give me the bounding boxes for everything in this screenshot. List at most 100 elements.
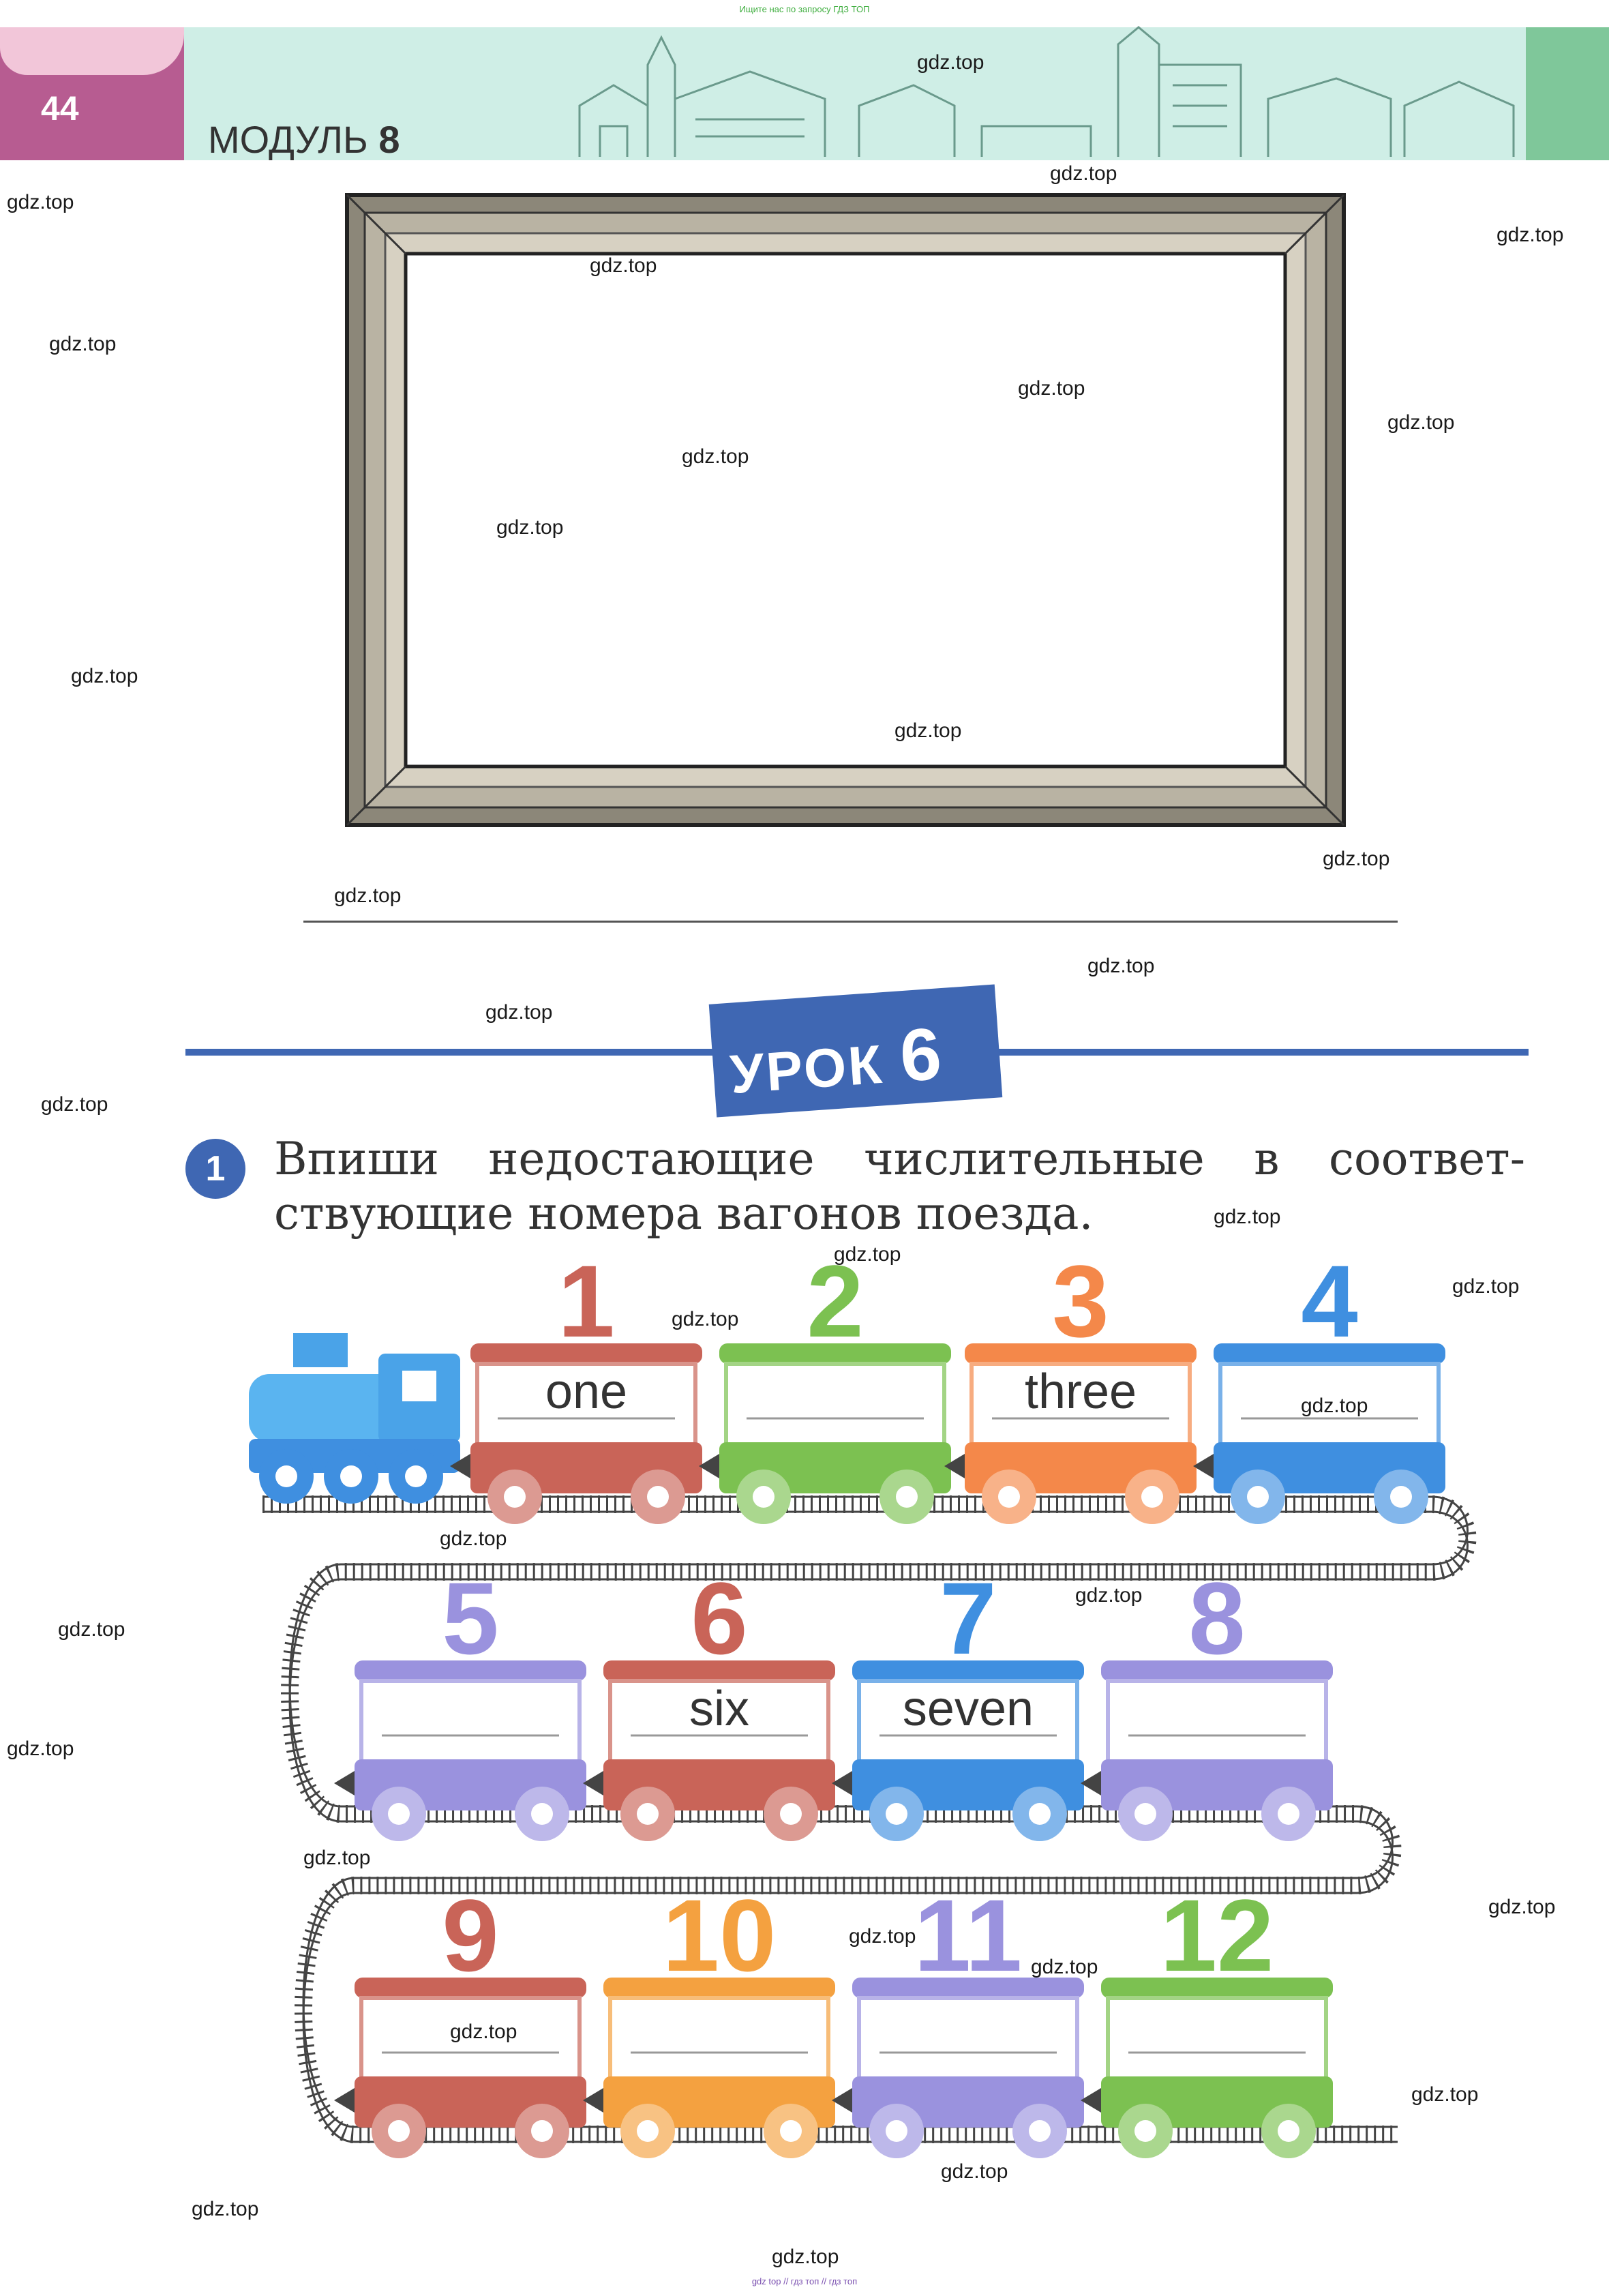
loco-boiler: [249, 1374, 399, 1442]
watermark-text: gdz.top: [1075, 1584, 1143, 1607]
watermark-text: gdz.top: [917, 51, 984, 74]
module-number: 8: [378, 118, 400, 161]
module-title: МОДУЛЬ 8: [208, 117, 400, 162]
train-car: 3: [944, 1244, 1197, 1524]
train-car: 4: [1193, 1244, 1445, 1524]
car-window-panel: [1106, 1679, 1328, 1765]
car-roof: [852, 1660, 1084, 1681]
wheel-hub: [1134, 2120, 1156, 2142]
task-instruction: Впиши недостающие числительные в соответ…: [274, 1133, 1525, 1240]
city-illustration: [578, 26, 1515, 157]
bottom-note: gdz top // гдз топ // гдз топ: [751, 2276, 858, 2286]
car-window-panel: [1106, 1996, 1328, 2082]
watermark-text: gdz.top: [1301, 1395, 1368, 1417]
watermark-text: gdz.top: [1497, 224, 1564, 246]
watermark-text: gdz.top: [772, 2246, 839, 2268]
train-car: 9: [334, 1878, 586, 2158]
watermark-text: gdz.top: [49, 333, 117, 355]
car-roof: [355, 1978, 586, 1998]
watermark-text: gdz.top: [334, 884, 402, 907]
locomotive: [249, 1333, 460, 1504]
watermark-text: gdz.top: [1214, 1206, 1281, 1228]
car-word: one: [545, 1365, 628, 1419]
watermark-text: gdz.top: [834, 1243, 901, 1266]
car-number: 1: [558, 1244, 614, 1358]
train-car: 10: [583, 1878, 835, 2158]
coupler: [1081, 2088, 1101, 2113]
train-car: 2: [699, 1244, 951, 1524]
picture-frame: [345, 193, 1346, 827]
coupler: [1193, 1454, 1214, 1478]
wheel-hub: [886, 1803, 907, 1825]
coupler: [583, 1771, 603, 1795]
watermark-text: gdz.top: [1488, 1896, 1556, 1918]
watermark-text: gdz.top: [1411, 2083, 1479, 2106]
car-number: 3: [1052, 1244, 1109, 1358]
wheel-hub: [780, 2120, 802, 2142]
watermark-text: gdz.top: [672, 1308, 739, 1330]
watermark-text: gdz.top: [7, 1738, 74, 1760]
train-car: 7: [832, 1561, 1084, 1841]
watermark-text: gdz.top: [440, 1527, 507, 1550]
car-roof: [603, 1660, 835, 1681]
car-roof: [603, 1978, 835, 1998]
wheel-hub: [388, 1803, 410, 1825]
coupler: [832, 1771, 852, 1795]
watermark-text: gdz.top: [894, 719, 962, 742]
car-roof: [355, 1660, 586, 1681]
wheel-hub: [1390, 1486, 1412, 1508]
wheel-hub: [1141, 1486, 1163, 1508]
train-car: 8: [1081, 1561, 1333, 1841]
car-roof: [852, 1978, 1084, 1998]
car-number: 2: [807, 1244, 863, 1358]
car-number: 4: [1301, 1244, 1357, 1358]
wheel-hub: [753, 1486, 775, 1508]
header-band: [0, 27, 1527, 160]
car-number: 6: [691, 1561, 747, 1675]
coupler: [334, 2088, 355, 2113]
wheel-hub: [504, 1486, 526, 1508]
watermark-text: gdz.top: [485, 1001, 553, 1024]
car-window-panel: [857, 1679, 1079, 1765]
coupler: [699, 1454, 719, 1478]
loco-chimney: [293, 1333, 348, 1367]
watermark-text: gdz.top: [303, 1847, 371, 1869]
task-number-badge: 1: [185, 1139, 245, 1199]
wheel-hub: [405, 1465, 427, 1487]
page-number: 44: [41, 89, 79, 128]
car-window-panel: [359, 1996, 582, 2082]
wheel-hub: [637, 1803, 659, 1825]
watermark-text: gdz.top: [71, 665, 138, 687]
watermark-text: gdz.top: [1018, 377, 1085, 400]
car-word: three: [1024, 1365, 1137, 1419]
car-word: six: [689, 1682, 749, 1736]
coupler: [832, 2088, 852, 2113]
wheel-hub: [637, 2120, 659, 2142]
watermark-text: gdz.top: [496, 516, 564, 539]
train-car: 11: [832, 1878, 1084, 2158]
watermark-text: gdz.top: [7, 191, 74, 213]
page-tab-cloud: [0, 27, 184, 75]
wheel-hub: [896, 1486, 918, 1508]
answer-line: [303, 921, 1398, 923]
car-number: 8: [1188, 1561, 1245, 1675]
loco-window: [402, 1371, 436, 1401]
watermark-text: gdz.top: [192, 2198, 259, 2220]
car-roof: [965, 1343, 1197, 1364]
car-window-panel: [359, 1679, 582, 1765]
wheel-hub: [1247, 1486, 1269, 1508]
watermark-text: gdz.top: [41, 1093, 108, 1116]
wheel-hub: [1134, 1803, 1156, 1825]
car-roof: [1101, 1978, 1333, 1998]
car-number: 10: [663, 1878, 777, 1993]
watermark-text: gdz.top: [590, 254, 657, 277]
watermark-text: gdz.top: [1031, 1956, 1098, 1978]
car-roof: [719, 1343, 951, 1364]
wheel-hub: [340, 1465, 362, 1487]
watermark-text: gdz.top: [1387, 411, 1455, 434]
track-rail: [262, 1510, 1469, 2143]
wheel-hub: [998, 1486, 1020, 1508]
train-car: 5: [334, 1561, 586, 1841]
car-window-panel: [608, 1679, 830, 1765]
